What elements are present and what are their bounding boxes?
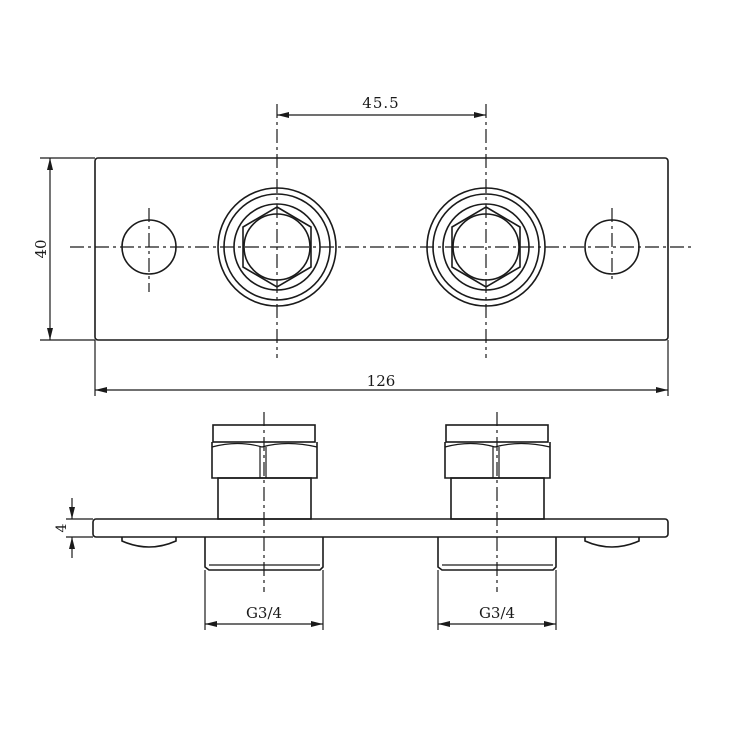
- plate-outline-top: [94, 157, 669, 341]
- dimension-center-spacing: 45.5: [277, 94, 486, 118]
- fitting-side-right: [437, 412, 557, 592]
- fitting-top-right: [426, 104, 546, 358]
- foot-right: [584, 537, 640, 548]
- plate-outline-side: [92, 518, 669, 538]
- dimension-label-center-spacing: 45.5: [362, 94, 399, 112]
- dimension-thread-left: G3/4: [204, 570, 324, 630]
- dimension-label-plate-height: 40: [32, 239, 50, 258]
- fitting-top-left: [217, 104, 337, 358]
- side-view: 4 G3/4 G3/4: [54, 412, 669, 630]
- foot-left: [121, 537, 177, 548]
- dimension-thread-right: G3/4: [437, 570, 557, 630]
- top-view: 45.5 40 126: [32, 94, 694, 396]
- dimension-label-plate-thickness: 4: [54, 523, 70, 532]
- dimension-label-plate-length: 126: [367, 372, 396, 390]
- dimension-plate-thickness: 4: [54, 498, 93, 558]
- dimension-plate-height: 40: [32, 157, 95, 341]
- fitting-side-left: [204, 412, 324, 592]
- dimension-label-thread-right: G3/4: [479, 604, 515, 622]
- mounting-hole-left: [121, 208, 177, 292]
- dimension-plate-length: 126: [94, 340, 669, 396]
- dimension-label-thread-left: G3/4: [246, 604, 282, 622]
- mounting-hole-right: [584, 208, 640, 283]
